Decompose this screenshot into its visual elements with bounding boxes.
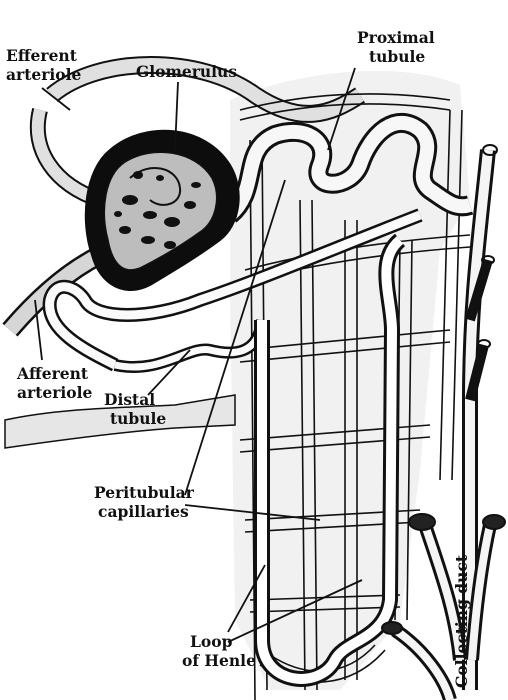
label-efferent-arteriole-line1: Efferent (6, 46, 81, 65)
label-glomerulus-text: Glomerulus (136, 62, 237, 81)
label-loop-of-henle-line1: Loop (182, 632, 256, 651)
label-glomerulus: Glomerulus (136, 62, 237, 81)
label-peritubular-capillaries-line2: capillaries (94, 502, 194, 521)
label-efferent-arteriole: Efferent arteriole (6, 46, 81, 84)
label-peritubular-capillaries: Peritubular capillaries (94, 483, 194, 521)
label-proximal-tubule-line2: tubule (357, 47, 435, 66)
label-distal-tubule-line2: tubule (104, 409, 166, 428)
label-collecting-duct: Collecting duct (452, 555, 471, 688)
label-afferent-arteriole-line1: Afferent (17, 364, 92, 383)
label-afferent-arteriole-line2: arteriole (17, 383, 92, 402)
label-loop-of-henle: Loop of Henle (182, 632, 256, 670)
glomerulus-capsule (86, 131, 239, 290)
label-collecting-duct-text: Collecting duct (452, 555, 471, 688)
label-distal-tubule: Distal tubule (104, 390, 166, 428)
label-efferent-arteriole-line2: arteriole (6, 65, 81, 84)
label-proximal-tubule: Proximal tubule (357, 28, 435, 66)
label-distal-tubule-line1: Distal (104, 390, 166, 409)
label-peritubular-capillaries-line1: Peritubular (94, 483, 194, 502)
label-loop-of-henle-line2: of Henle (182, 651, 256, 670)
label-proximal-tubule-line1: Proximal (357, 28, 435, 47)
label-afferent-arteriole: Afferent arteriole (17, 364, 92, 402)
